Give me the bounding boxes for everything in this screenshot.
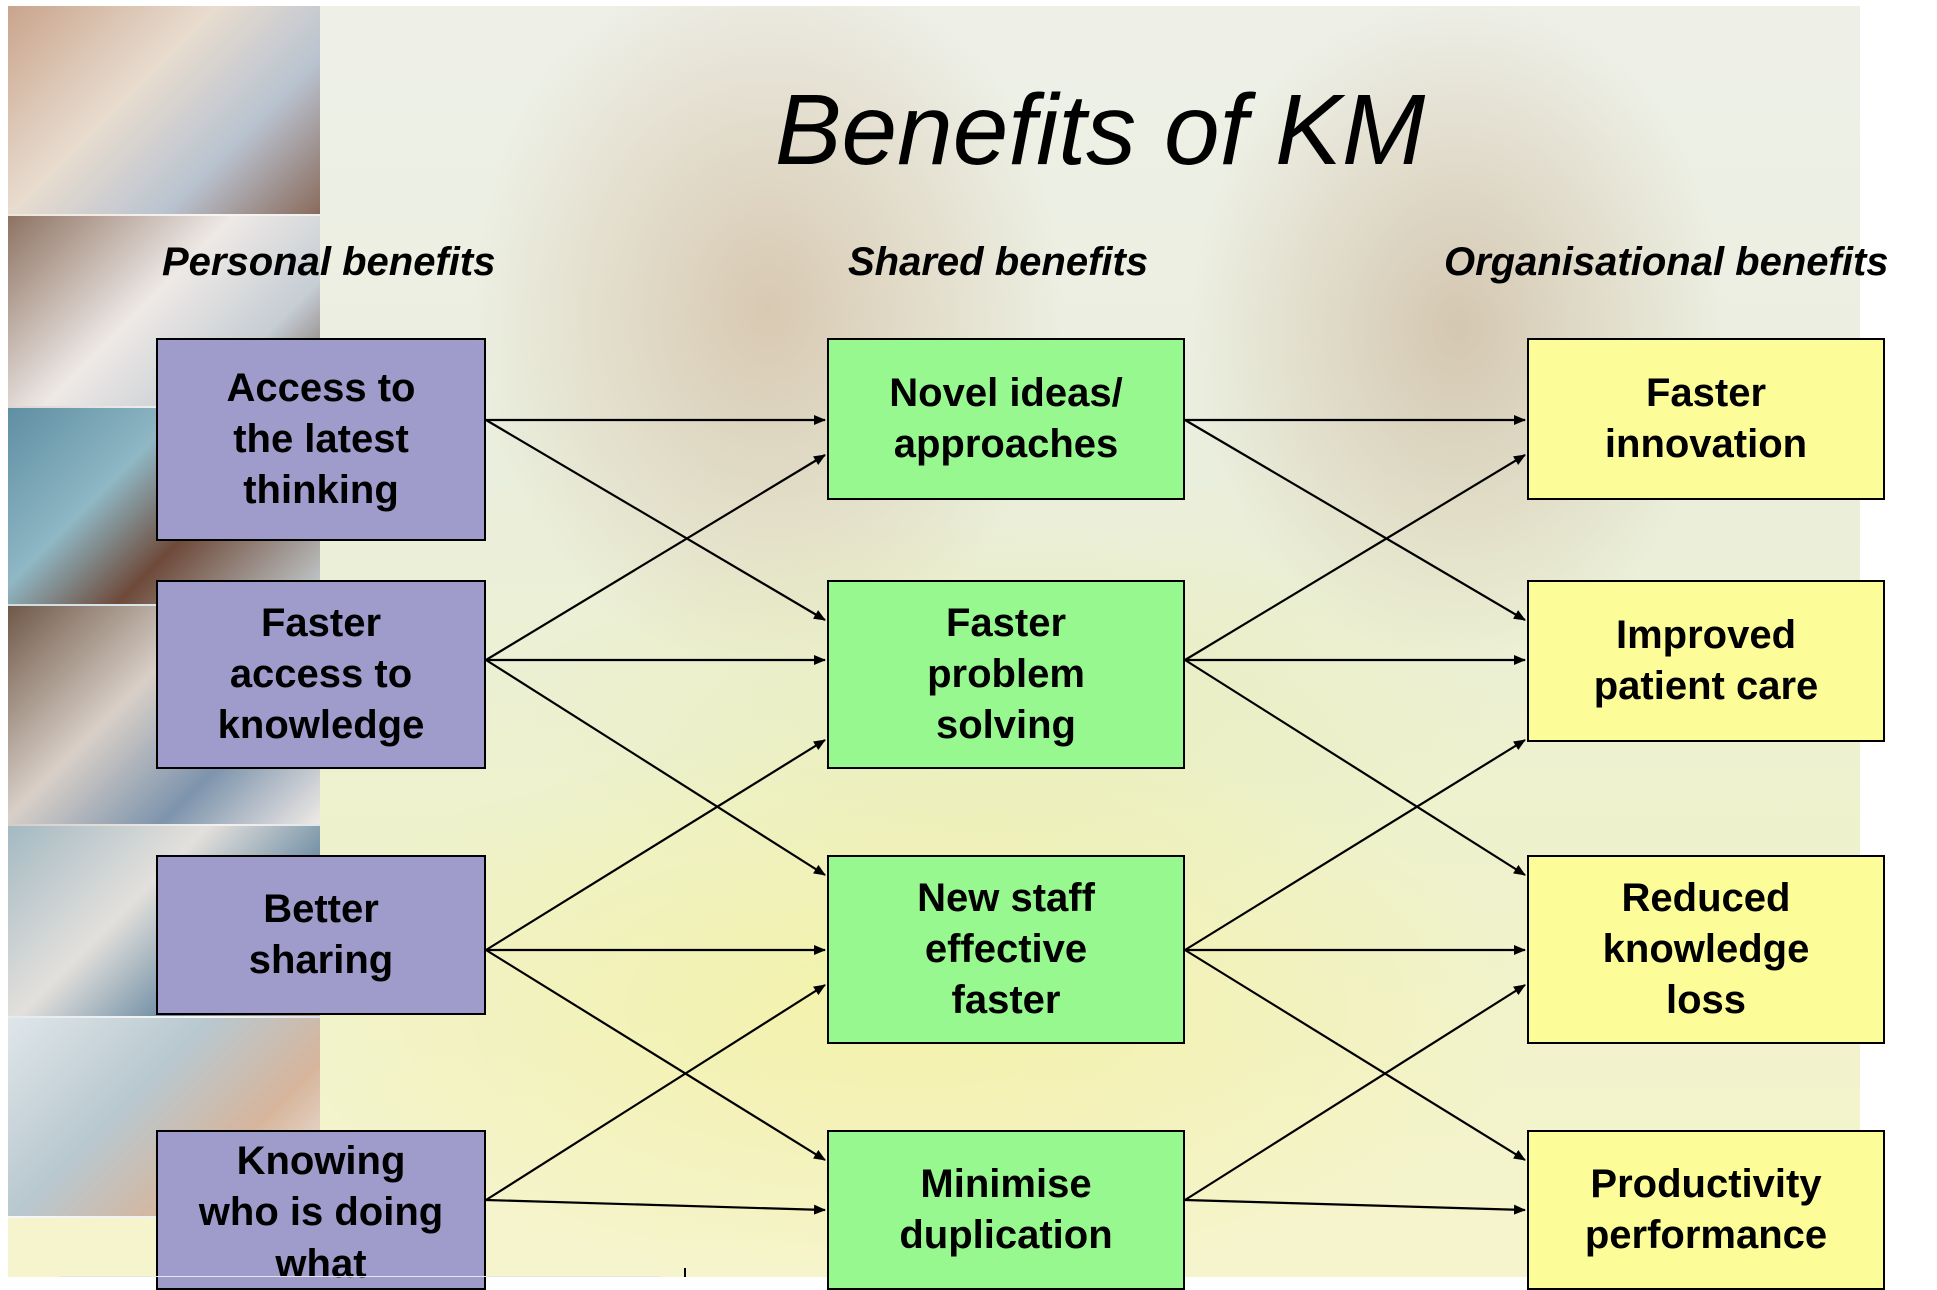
personal-to-shared-arrow-2-to-3 xyxy=(485,949,826,1161)
personal-benefit-label: Better sharing xyxy=(248,886,394,982)
personal-benefit-box: Better sharing xyxy=(156,855,486,1015)
photo-nurse-with-child xyxy=(8,6,320,216)
shared-to-organisational-arrow-1-to-2 xyxy=(1184,659,1526,876)
shared-benefit-label: Faster problem solving xyxy=(927,600,1085,748)
shared-benefit-box: Minimise duplication xyxy=(827,1130,1185,1290)
organisational-benefit-box: Productivity performance xyxy=(1527,1130,1885,1290)
shared-benefit-box: New staff effective faster xyxy=(827,855,1185,1044)
personal-benefit-box: Knowing who is doing what xyxy=(156,1130,486,1290)
personal-to-shared-arrow-1-to-0 xyxy=(485,454,826,661)
personal-benefit-label: Knowing who is doing what xyxy=(198,1139,444,1286)
shared-benefit-label: Novel ideas/ approaches xyxy=(889,370,1123,466)
personal-benefit-box: Faster access to knowledge xyxy=(156,580,486,769)
organisational-benefit-box: Improved patient care xyxy=(1527,580,1885,742)
organisational-benefit-box: Faster innovation xyxy=(1527,338,1885,500)
organisational-benefit-label: Improved patient care xyxy=(1593,612,1819,708)
shared-to-organisational-arrow-2-to-1 xyxy=(1184,739,1526,951)
shared-to-organisational-arrow-0-to-1 xyxy=(1184,419,1526,621)
personal-to-shared-arrow-1-to-2 xyxy=(485,659,826,876)
shared-benefit-label: New staff effective faster xyxy=(917,875,1095,1023)
organisational-benefit-label: Productivity performance xyxy=(1584,1161,1828,1257)
personal-to-shared-arrow-2-to-1 xyxy=(485,739,826,951)
personal-to-shared-arrow-0-to-1 xyxy=(485,419,826,621)
shared-benefit-box: Faster problem solving xyxy=(827,580,1185,769)
shared-benefit-box: Novel ideas/ approaches xyxy=(827,338,1185,500)
personal-benefit-label: Faster access to knowledge xyxy=(217,600,425,748)
personal-benefit-label: Access to the latest thinking xyxy=(226,365,416,513)
personal-benefit-box: Access to the latest thinking xyxy=(156,338,486,541)
personal-to-shared-arrow-3-to-3 xyxy=(485,1198,826,1215)
shared-to-organisational-arrow-1-to-0 xyxy=(1184,454,1526,661)
page-title: Benefits of KM xyxy=(774,74,1426,186)
column-heading-organisational: Organisational benefits xyxy=(1444,240,1889,284)
organisational-benefit-box: Reduced knowledge loss xyxy=(1527,855,1885,1044)
shared-benefit-label: Minimise duplication xyxy=(899,1161,1113,1257)
shared-to-organisational-arrow-3-to-3 xyxy=(1184,1198,1526,1215)
personal-to-shared-arrow-3-to-2 xyxy=(485,984,826,1201)
organisational-benefit-label: Reduced knowledge loss xyxy=(1602,875,1810,1023)
column-heading-personal: Personal benefits xyxy=(162,240,496,284)
shared-to-organisational-arrow-3-to-2 xyxy=(1184,984,1526,1201)
column-heading-shared: Shared benefits xyxy=(848,240,1149,284)
organisational-benefit-label: Faster innovation xyxy=(1604,370,1808,466)
shared-to-organisational-arrow-2-to-3 xyxy=(1184,949,1526,1161)
footer-tick xyxy=(684,1268,686,1277)
